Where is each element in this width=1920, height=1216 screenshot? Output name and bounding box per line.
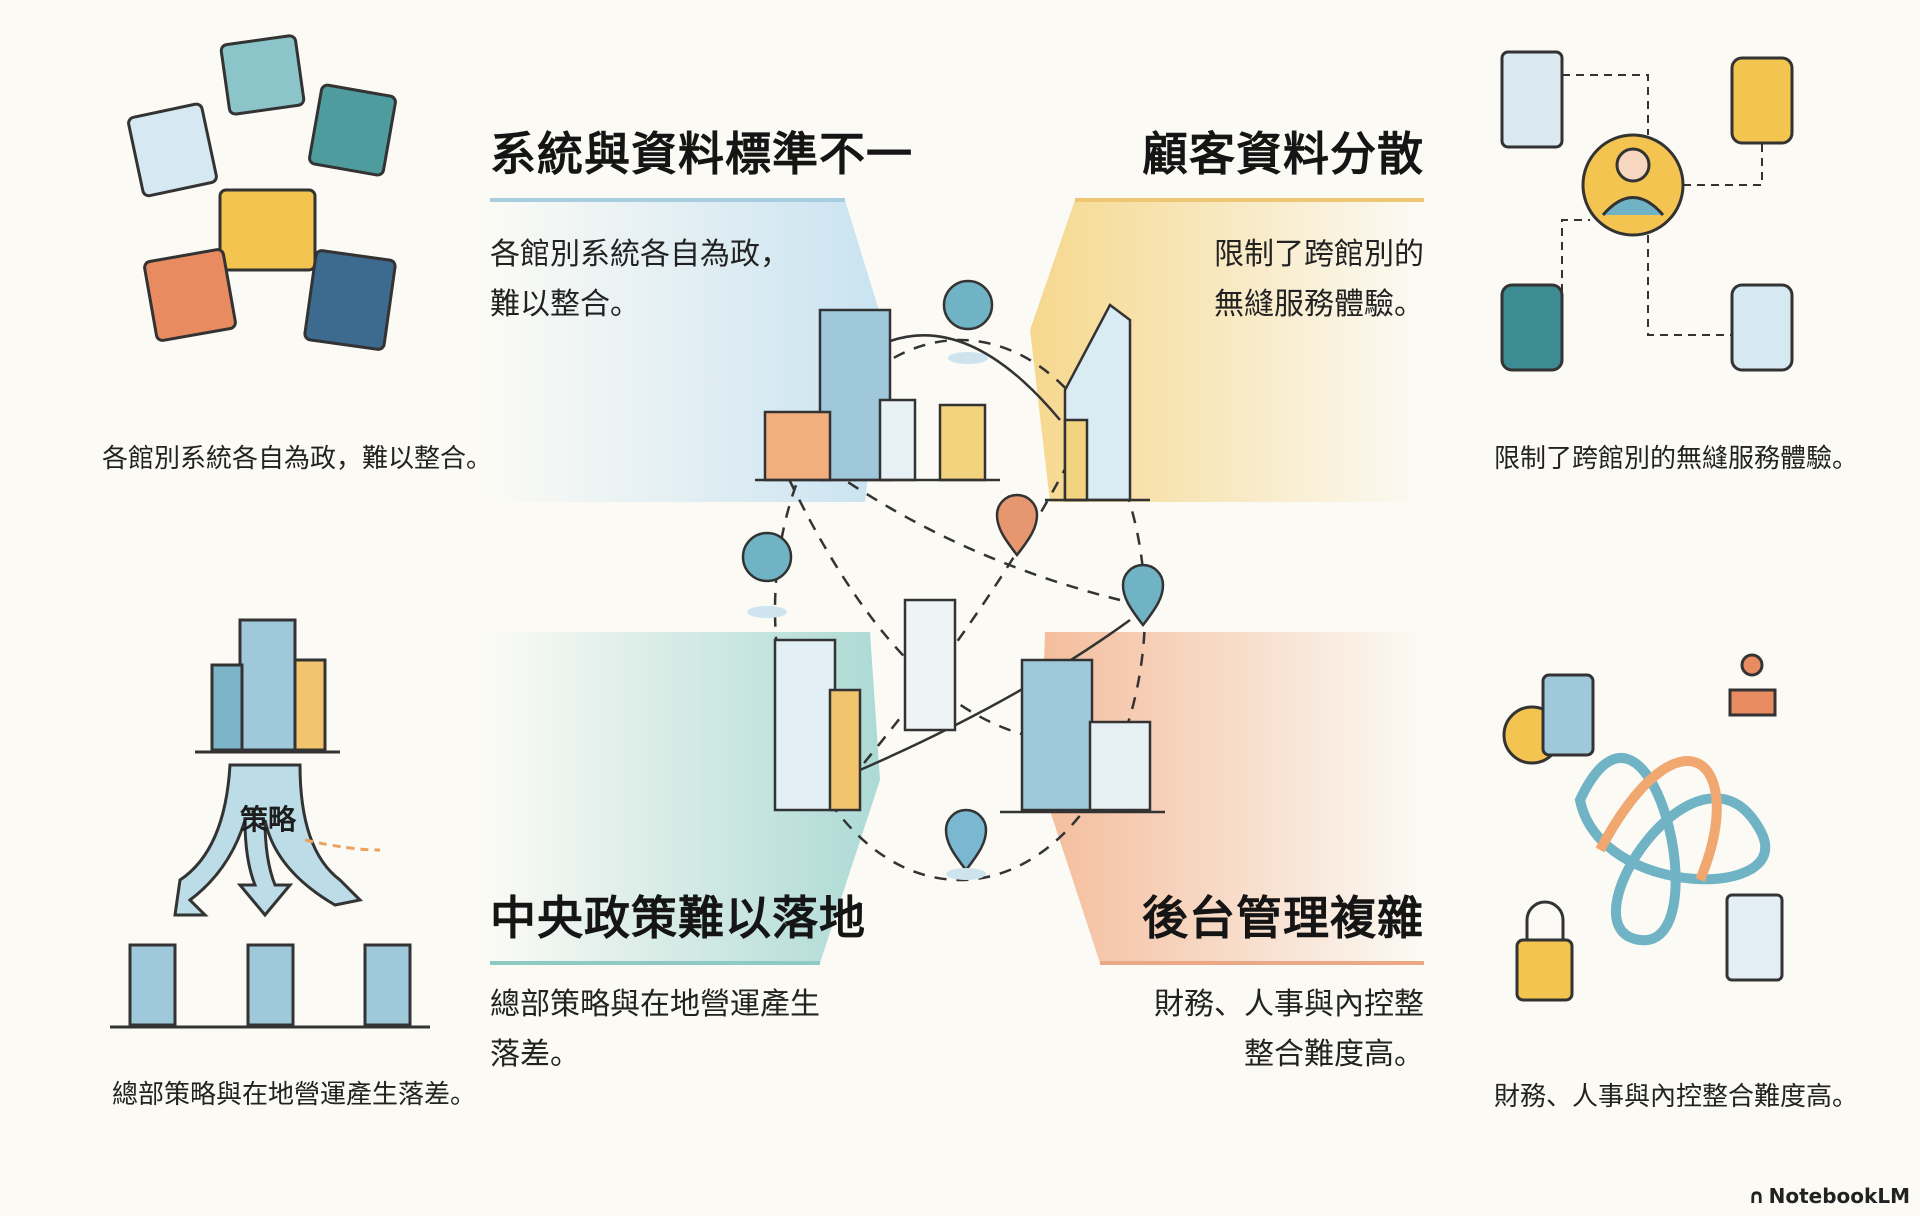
network-lines bbox=[773, 334, 1147, 882]
notebooklm-logo-icon: ∩ bbox=[1748, 1184, 1765, 1208]
desc-line: 財務、人事與內控整 bbox=[1154, 987, 1424, 1022]
desc-line: 限制了跨館別的 bbox=[1214, 237, 1424, 272]
desc-line: 各館別系統各自為政， bbox=[490, 237, 790, 272]
database-icon bbox=[1500, 50, 1794, 372]
quadrant-title-policy: 中央政策難以落地 bbox=[490, 891, 866, 945]
quadrant-desc-backoffice: 財務、人事與內控整 整合難度高。 bbox=[1154, 980, 1424, 1080]
desc-line: 落差。 bbox=[490, 1037, 580, 1072]
caption-backoffice: 財務、人事與內控整合難度高。 bbox=[1494, 1082, 1859, 1112]
desc-line: 總部策略與在地營運產生 bbox=[490, 987, 820, 1022]
strategy-diagram bbox=[110, 618, 430, 1029]
quadrant-title-backoffice: 後台管理複雜 bbox=[1142, 891, 1424, 945]
caption-customer-data: 限制了跨館別的無縫服務體驗。 bbox=[1494, 444, 1859, 474]
watermark: ∩ NotebookLM bbox=[1748, 1184, 1910, 1208]
desc-line: 整合難度高。 bbox=[1244, 1037, 1424, 1072]
quadrant-title-customer-data: 顧客資料分散 bbox=[1142, 127, 1424, 181]
globe-icon bbox=[741, 279, 994, 618]
quadrant-desc-customer-data: 限制了跨館別的 無縫服務體驗。 bbox=[1214, 230, 1424, 330]
strategy-label: 策略 bbox=[240, 803, 297, 836]
quadrant-title-systems: 系統與資料標準不一 bbox=[490, 127, 913, 181]
map-pin-icon bbox=[944, 493, 1165, 880]
desc-line: 無縫服務體驗。 bbox=[1214, 287, 1424, 322]
puzzle-icon bbox=[127, 34, 397, 351]
quadrant-desc-systems: 各館別系統各自為政， 難以整合。 bbox=[490, 230, 790, 330]
building-icon bbox=[755, 303, 1165, 814]
watermark-text: NotebookLM bbox=[1768, 1184, 1910, 1208]
caption-policy: 總部策略與在地營運產生落差。 bbox=[112, 1080, 477, 1110]
desc-line: 難以整合。 bbox=[490, 287, 640, 322]
caption-systems: 各館別系統各自為政，難以整合。 bbox=[102, 444, 493, 474]
quadrant-desc-policy: 總部策略與在地營運產生 落差。 bbox=[490, 980, 820, 1080]
band-bottom-right bbox=[1040, 632, 1424, 965]
admin-complexity-icons bbox=[1502, 653, 1784, 1002]
